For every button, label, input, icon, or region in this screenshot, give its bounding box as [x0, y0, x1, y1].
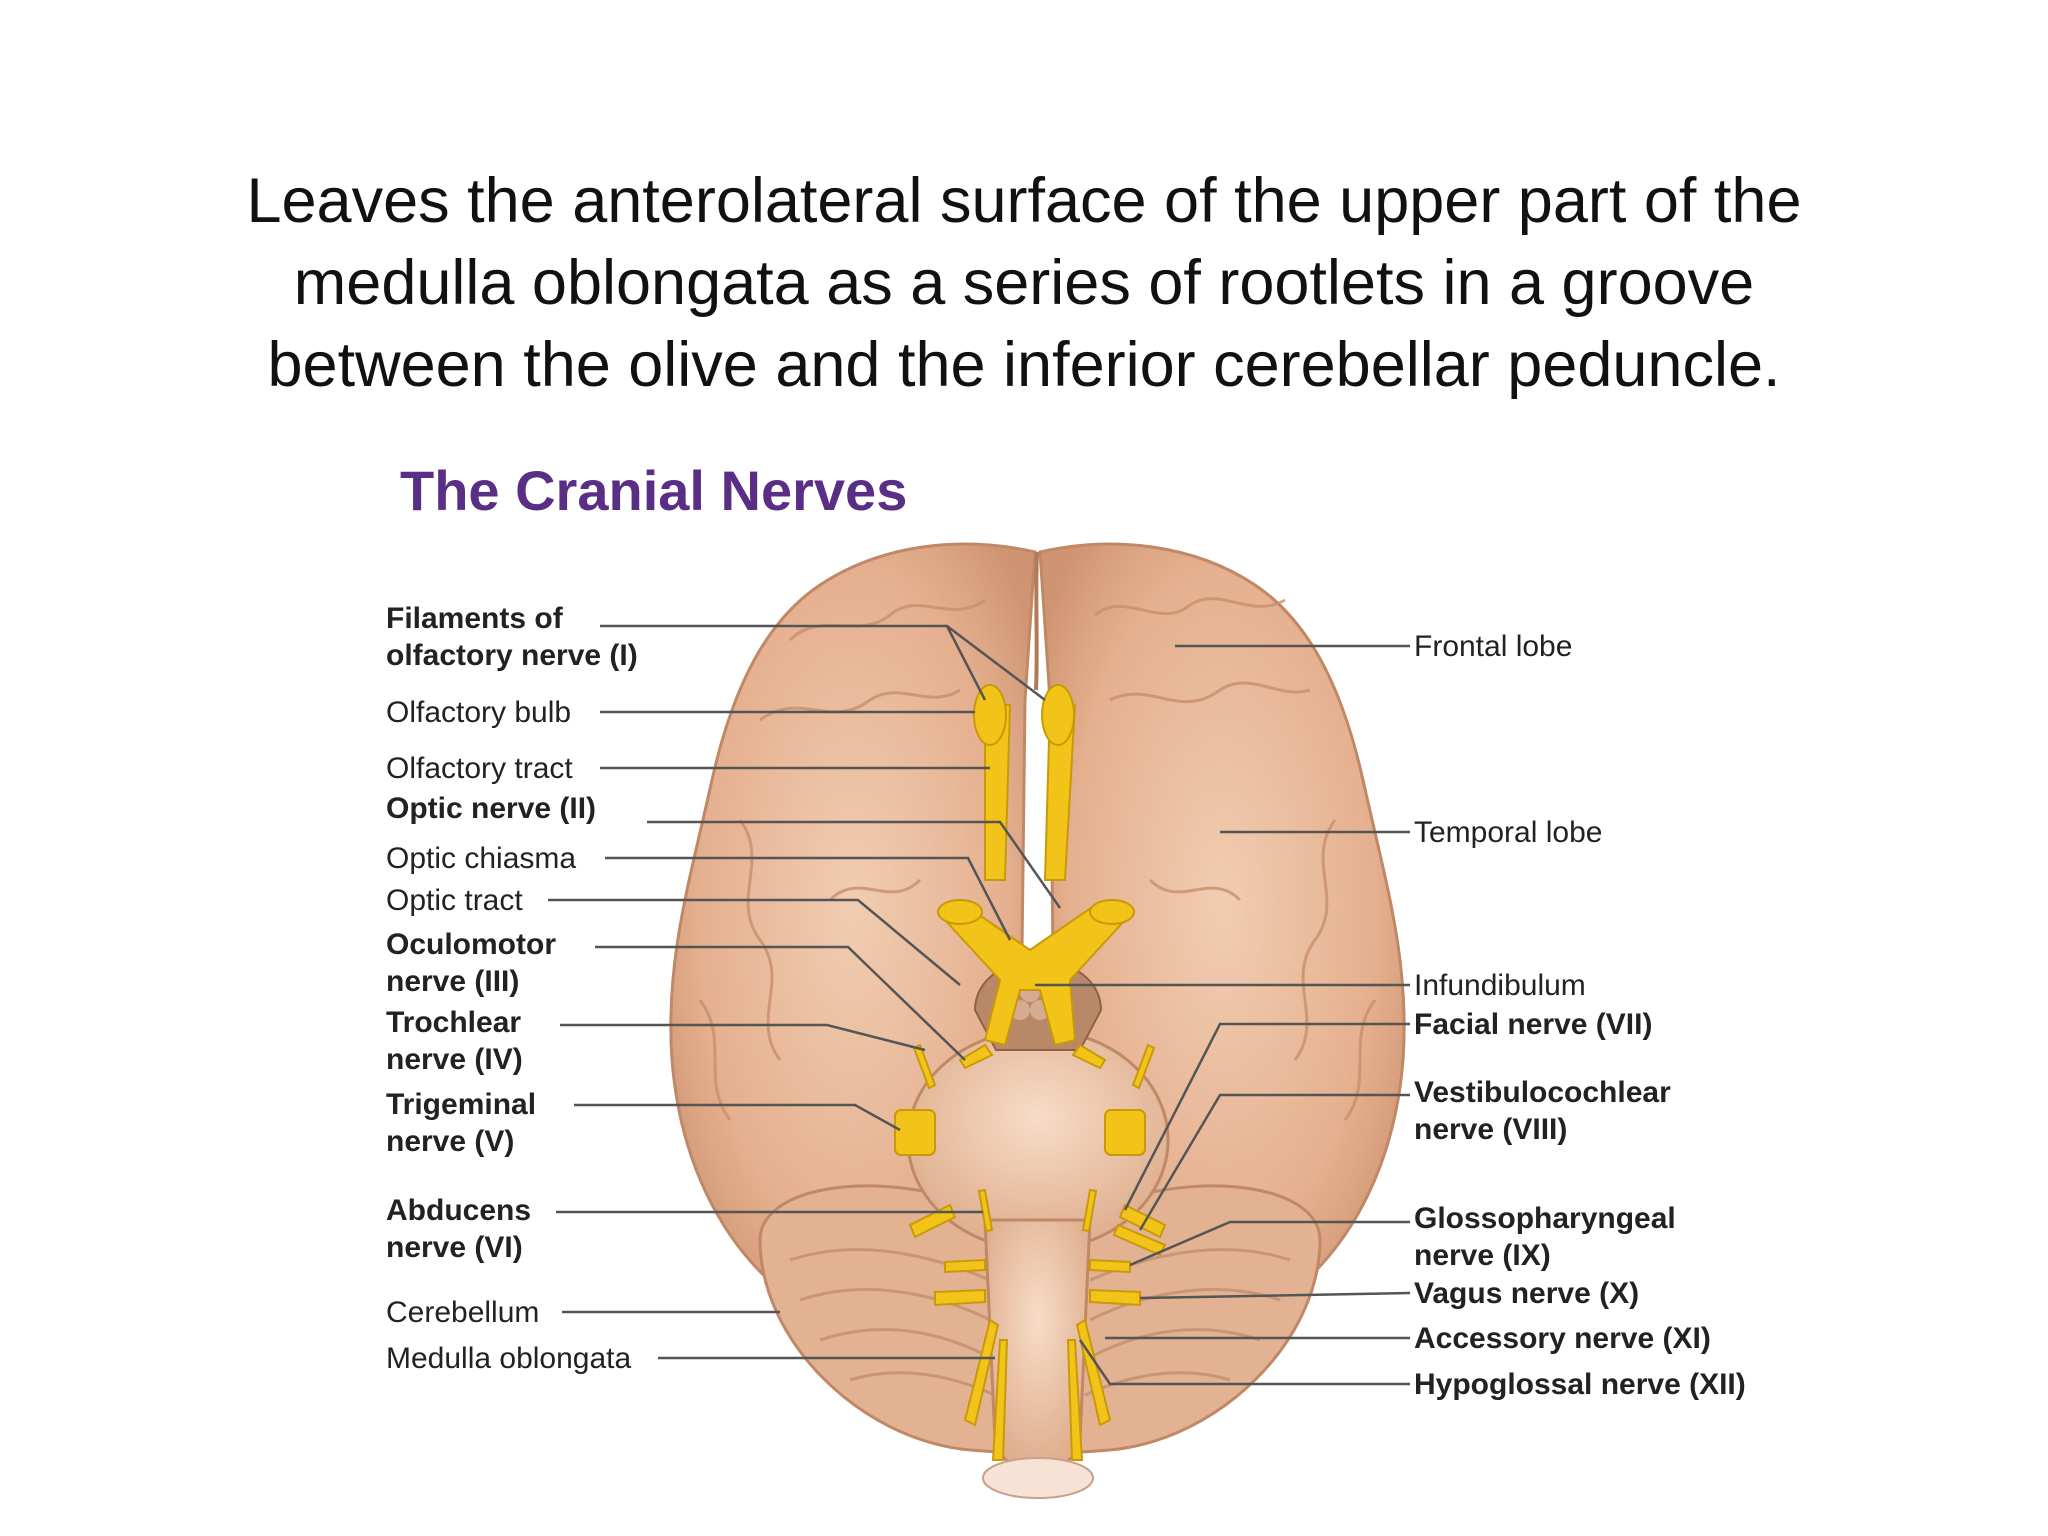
label-optic-chiasma: Optic chiasma	[386, 842, 577, 875]
label-olfactory-tract: Olfactory tract	[386, 752, 573, 785]
label-frontal-lobe: Frontal lobe	[1414, 630, 1573, 663]
label-infundibulum: Infundibulum	[1414, 969, 1586, 1002]
figure-title: The Cranial Nerves	[400, 459, 908, 522]
leader-optic-nerve	[647, 820, 1062, 909]
label-olfactory-bulb: Olfactory bulb	[386, 696, 572, 729]
leader-oculomotor-nerve	[595, 945, 966, 1061]
label-hypoglossal-nerve: Hypoglossal nerve (XII)	[1414, 1368, 1746, 1401]
label-facial-nerve: Facial nerve (VII)	[1414, 1008, 1653, 1041]
label-accessory-nerve: Accessory nerve (XI)	[1414, 1322, 1711, 1355]
label-vestibulocochlear-nerve: Vestibulocochlear nerve (VIII)	[1414, 1076, 1671, 1146]
leader-vagus-nerve	[1139, 1291, 1411, 1300]
label-cerebellum: Cerebellum	[386, 1296, 540, 1329]
slide-text-line: between the olive and the inferior cereb…	[267, 330, 1781, 400]
label-glossopharyngeal-nerve: Glossopharyngeal nerve (IX)	[1414, 1202, 1676, 1272]
label-temporal-lobe: Temporal lobe	[1414, 816, 1603, 849]
leader-trochlear-nerve	[560, 1023, 926, 1052]
olfactory-bulb-right	[1041, 684, 1075, 746]
label-trigeminal-nerve: Trigeminal nerve (V)	[386, 1088, 537, 1158]
leader-optic-tract	[548, 898, 961, 986]
leader-optic-chiasma	[605, 856, 1012, 941]
slide-body-text: Leaves the anterolateral surface of the …	[100, 160, 1948, 406]
label-medulla-oblongata: Medulla oblongata	[386, 1342, 632, 1375]
label-trochlear-nerve: Trochlear nerve (IV)	[386, 1006, 523, 1076]
leader-hypoglossal-nerve	[1078, 1339, 1410, 1386]
label-optic-tract: Optic tract	[386, 884, 523, 917]
olfactory-bulb-left	[973, 684, 1007, 746]
slide-text-line: Leaves the anterolateral surface of the …	[246, 166, 1802, 236]
label-vagus-nerve: Vagus nerve (X)	[1414, 1277, 1640, 1310]
label-abducens-nerve: Abducens nerve (VI)	[386, 1194, 532, 1264]
leader-trigeminal-nerve	[574, 1103, 901, 1132]
leader-facial-nerve	[1123, 1022, 1410, 1211]
label-oculomotor-nerve: Oculomotor nerve (III)	[386, 928, 556, 998]
label-olfactory-nerve: Filaments of olfactory nerve (I)	[386, 602, 638, 672]
leader-vestibulocochlear-nerve	[1138, 1093, 1410, 1231]
label-optic-nerve: Optic nerve (II)	[386, 792, 597, 825]
leader-glossopharyngeal-nerve	[1129, 1220, 1410, 1267]
slide-text-line: medulla oblongata as a series of rootlet…	[293, 248, 1755, 318]
